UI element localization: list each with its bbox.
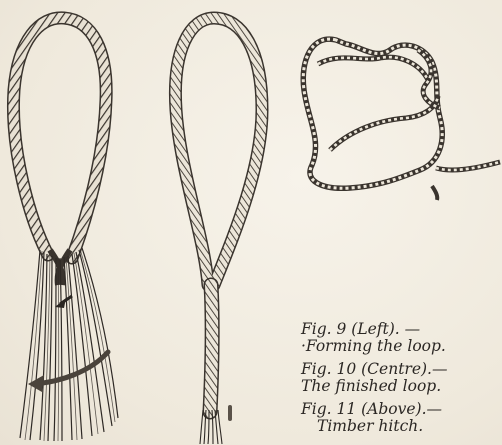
forming-loop-illustration — [13, 18, 118, 441]
caption-fig-10-title: Fig. 10 (Centre).— — [301, 361, 448, 378]
timber-hitch-illustration — [303, 39, 500, 200]
caption-fig-9: Fig. 9 (Left). — ·Forming the loop. — [301, 321, 446, 355]
finished-loop-illustration — [175, 18, 262, 444]
caption-fig-9-title: Fig. 9 (Left). — — [301, 321, 446, 338]
caption-fig-11-title: Fig. 11 (Above).— — [301, 401, 442, 418]
caption-fig-11-text: Timber hitch. — [301, 418, 442, 435]
caption-fig-10: Fig. 10 (Centre).— The finished loop. — [301, 361, 448, 395]
caption-fig-10-text: The finished loop. — [301, 378, 448, 395]
caption-fig-9-text: ·Forming the loop. — [301, 338, 446, 355]
caption-fig-11: Fig. 11 (Above).— Timber hitch. — [301, 401, 442, 435]
